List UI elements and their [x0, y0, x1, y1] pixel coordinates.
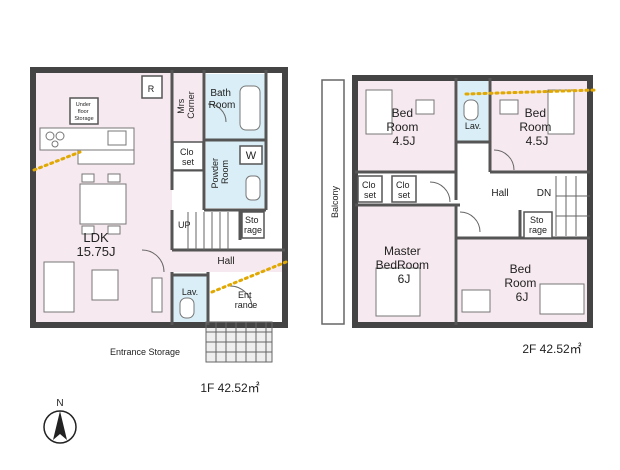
storage-2f-box	[523, 211, 553, 239]
bed	[547, 89, 575, 135]
door-swing	[459, 211, 481, 233]
hall-2f-label: Hall	[491, 188, 508, 199]
floor-1-area-label: 1F 42.52㎡	[200, 381, 259, 395]
bath-room-label: Bath Room	[209, 88, 236, 111]
ldk-label: LDK	[83, 230, 109, 245]
toilet-1f	[179, 297, 195, 319]
bed	[365, 89, 393, 135]
bedroom-a-label: Bed Room 4.5J	[386, 106, 421, 148]
storage-1f-box	[241, 211, 265, 239]
dining-chair	[107, 173, 121, 183]
dining-chair	[81, 225, 95, 235]
bedroom-b-label: Bed Room 4.5J	[519, 106, 554, 148]
bathtub	[239, 85, 261, 131]
tv-stand	[151, 277, 163, 313]
boundary-line	[464, 88, 598, 96]
stove-burner-icon	[55, 131, 65, 141]
kitchen-island	[77, 149, 135, 165]
closet-2f-box	[391, 175, 417, 203]
washer-label: W	[246, 150, 257, 162]
balcony-area	[321, 79, 345, 325]
living-table	[91, 269, 119, 301]
storage-1f-label: Sto rage	[244, 215, 262, 235]
closet-2f-label: Clo set	[362, 180, 378, 200]
desk	[499, 99, 519, 115]
closet-2f-box	[357, 175, 383, 203]
stairs-1f	[187, 212, 229, 250]
compass-north-label: N	[56, 398, 63, 409]
boundary-line	[210, 260, 288, 294]
under-floor-storage-box	[69, 97, 99, 125]
stairs-2f	[555, 176, 590, 236]
powder-sink	[245, 175, 261, 201]
sofa	[43, 261, 75, 313]
stove-burner-icon	[51, 140, 59, 148]
master-bedroom-label: Master BedRoom 6J	[376, 244, 433, 286]
mrs-corner-area	[172, 72, 204, 144]
refrigerator-label: R	[148, 84, 155, 94]
bed	[375, 267, 421, 317]
boundary-line	[32, 150, 82, 172]
kitchen-sink-icon	[107, 130, 127, 146]
dining-chair	[81, 173, 95, 183]
desk	[461, 289, 491, 313]
under-floor-storage-label: Under floor Storage	[74, 102, 93, 122]
mrs-corner-label: Mrs Corner	[176, 91, 196, 119]
dining-chair	[107, 225, 121, 235]
stairs-down-label: DN	[537, 188, 551, 199]
door-swing	[493, 149, 515, 171]
hall-1f-label: Hall	[217, 256, 234, 267]
storage-2f-label: Sto rage	[529, 215, 547, 235]
powder-room-label: Powder Room	[210, 155, 230, 188]
balcony-label: Balcony	[330, 185, 340, 218]
closet-2f-label: Clo set	[396, 180, 412, 200]
ldk-size-label: 15.75J	[76, 244, 115, 259]
lav-1f-label: Lav.	[182, 287, 198, 297]
floor-1-outer-wall	[30, 67, 288, 328]
entrance-storage-tiles	[205, 321, 273, 363]
stove-burner-icon	[45, 131, 55, 141]
entrance-storage-label: Entrance Storage	[110, 347, 180, 357]
closet-1f-label: Clo set	[180, 147, 196, 167]
closet-1f-box	[172, 141, 204, 171]
hall-area-1f	[172, 250, 282, 272]
toilet-2f	[463, 99, 479, 121]
entrance-door-swing	[229, 285, 253, 309]
door-swing	[429, 181, 451, 203]
door-swing	[141, 249, 165, 273]
floor-1-plan	[30, 67, 288, 363]
floor-2-plan	[321, 75, 598, 328]
washer-box	[239, 145, 263, 165]
door-swing	[207, 103, 227, 123]
refrigerator-box	[141, 75, 163, 99]
floor-2-outer-wall	[352, 75, 593, 328]
stairs-up-label: UP	[178, 220, 191, 230]
entrance-label: Ent rance	[235, 290, 258, 310]
dining-table	[79, 183, 127, 225]
lav-2f-label: Lav.	[465, 121, 481, 131]
desk	[415, 99, 435, 115]
bedroom-c-label: Bed Room 6J	[504, 262, 539, 304]
bed	[539, 283, 585, 315]
floor-2-area-label: 2F 42.52㎡	[522, 342, 581, 356]
floor-2-inner-walls	[355, 78, 590, 325]
north-compass-icon: N	[43, 398, 77, 444]
